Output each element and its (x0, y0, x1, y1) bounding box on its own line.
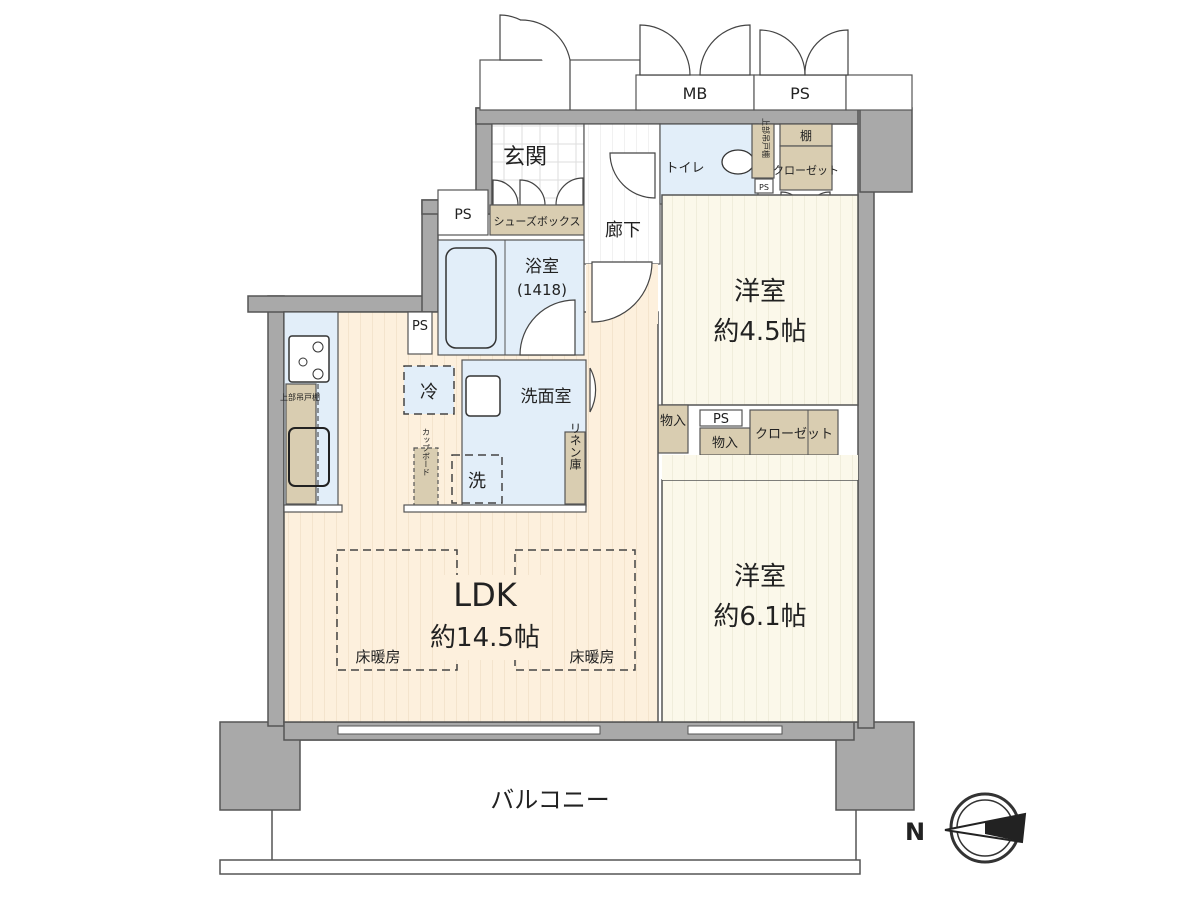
ps-door-left[interactable] (759, 29, 806, 76)
toilet-room: トイレ 上部吊戸棚 PS (659, 118, 775, 205)
entrance: 玄関 (491, 123, 585, 207)
sink-icon (288, 427, 330, 487)
bedroom2-size: 約6.1帖 (713, 602, 806, 632)
bedroom-4-5: 洋室 約4.5帖 (661, 194, 859, 406)
corridor-door[interactable] (591, 261, 653, 323)
cupboard-label: カップボード (422, 428, 431, 476)
corridor-label: 廊下 (605, 220, 641, 241)
hall-closet-label: クローゼット (773, 164, 839, 177)
storage1-label: 物入 (660, 414, 686, 429)
bathtub-icon (445, 247, 497, 349)
toilet-label: トイレ (665, 161, 704, 176)
bedroom2-name: 洋室 (734, 562, 786, 592)
bathroom-size: (1418) (517, 281, 567, 299)
shoe-box: シューズボックス (489, 204, 586, 236)
toilet-upper-cabinet-label: 上部吊戸棚 (761, 118, 771, 158)
ldk-size: 約14.5帖 (430, 623, 540, 653)
ldk-name: LDK (453, 576, 517, 614)
storage2-label: 物入 (712, 436, 738, 451)
toilet-door[interactable] (609, 152, 656, 199)
entrance-label: 玄関 (503, 145, 547, 170)
ps-closet-label: PS (713, 412, 729, 427)
ps-bath-label: PS (412, 319, 428, 334)
ps-top-label: PS (790, 84, 810, 103)
closet-label: クローゼット (755, 427, 833, 442)
bathroom-door[interactable] (519, 299, 576, 356)
compass-icon: N (905, 792, 1027, 864)
washroom-label: 洗面室 (521, 387, 572, 407)
stove-icon (288, 335, 330, 383)
washbasin-icon (465, 375, 501, 417)
ps-entrance: PS (437, 189, 489, 236)
washroom: 洗面室 洗 リネン庫 (451, 359, 597, 507)
bedroom1-size: 約4.5帖 (713, 317, 806, 347)
linen-label: リネン庫 (568, 422, 582, 471)
fridge-label: 冷 (420, 382, 438, 403)
floor-heating-left (336, 549, 458, 671)
cupboard: カップボード (403, 428, 587, 513)
ps-door-right[interactable] (804, 29, 849, 76)
mb-door-right[interactable] (699, 24, 751, 76)
toilet-bowl-icon (721, 149, 755, 175)
bathroom-name: 浴室 (525, 257, 559, 277)
entrance-door-swing[interactable] (519, 19, 571, 110)
compass-north-label: N (905, 818, 925, 846)
fridge-space: 冷 (403, 365, 455, 415)
shelf-label: 棚 (800, 128, 812, 143)
floor-heating-left-label: 床暖房 (355, 648, 400, 666)
bedroom-6-1: 洋室 約6.1帖 (661, 455, 859, 723)
balcony: バルコニー (219, 739, 861, 875)
windows (337, 725, 783, 735)
bedroom1-name: 洋室 (734, 277, 786, 307)
mb-label: MB (683, 84, 708, 103)
kitchen: 上部吊戸棚 (280, 311, 343, 513)
shoe-box-label: シューズボックス (493, 214, 580, 228)
mb-door-left[interactable] (639, 24, 691, 76)
bathroom: 浴室 (1418) PS (407, 239, 585, 356)
washer-label: 洗 (468, 471, 486, 492)
washroom-door[interactable] (589, 367, 597, 413)
meter-box-area: MB PS (479, 14, 913, 111)
corridor: 廊下 (583, 123, 661, 265)
floor-heating-right-label: 床暖房 (569, 648, 614, 666)
upper-cabinet-label: 上部吊戸棚 (280, 392, 320, 402)
ps-toilet-label: PS (759, 183, 769, 192)
balcony-label: バルコニー (490, 786, 610, 814)
ps-entrance-label: PS (454, 207, 471, 223)
